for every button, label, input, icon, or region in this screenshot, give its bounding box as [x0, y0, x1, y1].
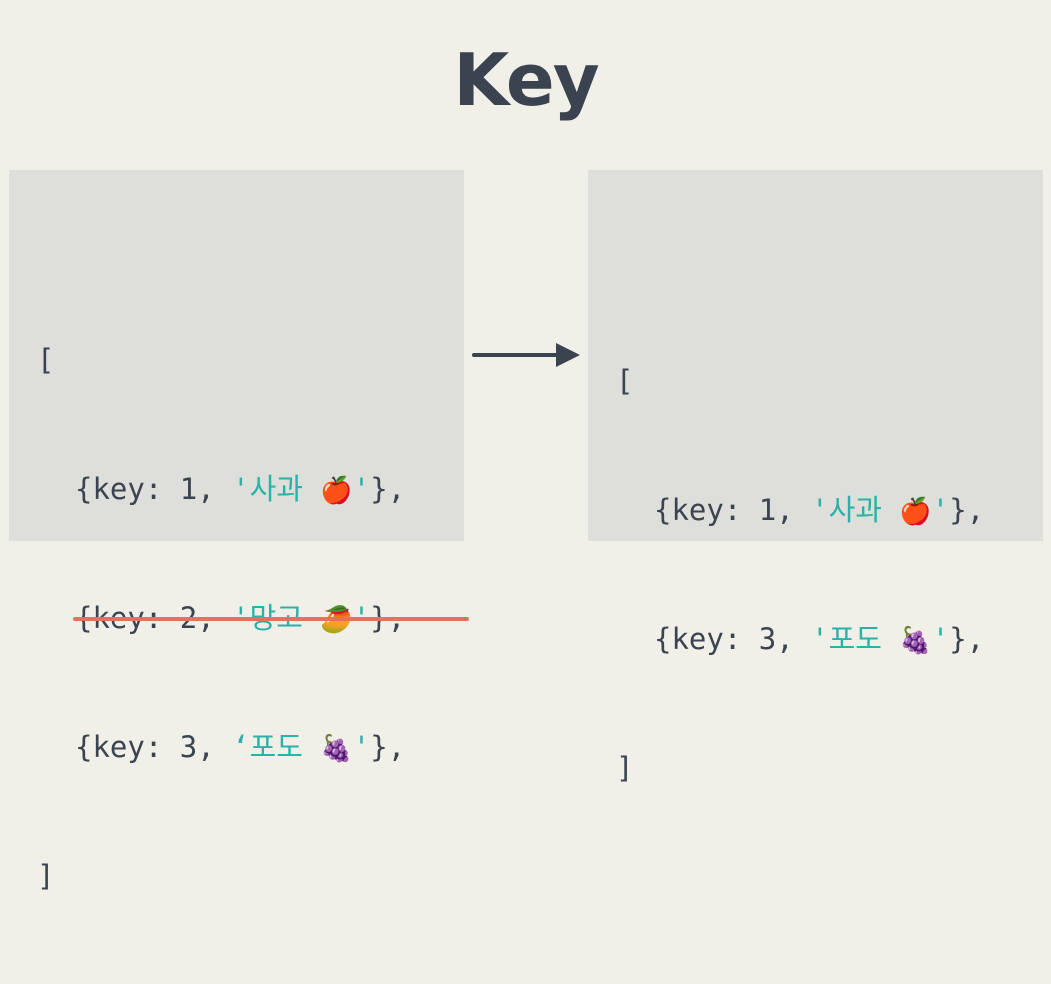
grape-emoji: 🍇: [320, 734, 353, 764]
code-line-key-2-removed: {key: 2, '망고 🥭'},: [37, 597, 469, 640]
code-key-prefix: {key: 3,: [654, 622, 812, 656]
page-title: Key: [453, 38, 599, 122]
code-string-close-quote: ': [931, 493, 950, 527]
code-suffix: },: [949, 493, 985, 527]
code-suffix: },: [370, 730, 406, 764]
code-string-close-quote: ': [931, 622, 950, 656]
code-suffix: },: [370, 472, 406, 506]
close-bracket: ]: [37, 859, 55, 893]
code-suffix: },: [949, 622, 985, 656]
open-bracket: [: [616, 364, 634, 398]
apple-emoji: 🍎: [899, 497, 932, 527]
strikethrough-line: [73, 617, 469, 621]
code-line-key-3: {key: 3, '포도 🍇'},: [616, 618, 984, 661]
before-code-block: [ {key: 1, '사과 🍎'}, {key: 2, '망고 🥭'}, {k…: [37, 253, 469, 984]
code-key-prefix: {key: 1,: [75, 472, 233, 506]
code-line-key-3: {key: 3, ‘포도 🍇'},: [37, 726, 405, 769]
code-string-close-quote: ': [352, 730, 371, 764]
code-line-key-1: {key: 1, '사과 🍎'},: [37, 468, 405, 511]
code-string-label: '사과: [232, 472, 321, 506]
apple-emoji: 🍎: [320, 476, 353, 506]
before-panel: [ {key: 1, '사과 🍎'}, {key: 2, '망고 🥭'}, {k…: [9, 170, 469, 893]
code-string-label: '사과: [811, 493, 900, 527]
close-bracket: ]: [616, 751, 634, 785]
after-code-block: [ {key: 1, '사과 🍎'}, {key: 3, '포도 🍇'}, ]: [616, 274, 984, 876]
code-string-label: '포도: [811, 622, 900, 656]
grape-emoji: 🍇: [899, 626, 932, 656]
code-string-close-quote: ': [352, 472, 371, 506]
open-bracket: [: [37, 343, 55, 377]
code-key-prefix: {key: 3,: [75, 730, 233, 764]
after-panel: [ {key: 1, '사과 🍎'}, {key: 3, '포도 🍇'}, ]: [588, 170, 1043, 785]
right-arrow-icon: [472, 343, 580, 367]
code-line-key-1: {key: 1, '사과 🍎'},: [616, 489, 984, 532]
code-key-prefix: {key: 1,: [654, 493, 812, 527]
code-string-label: ‘포도: [232, 730, 321, 764]
